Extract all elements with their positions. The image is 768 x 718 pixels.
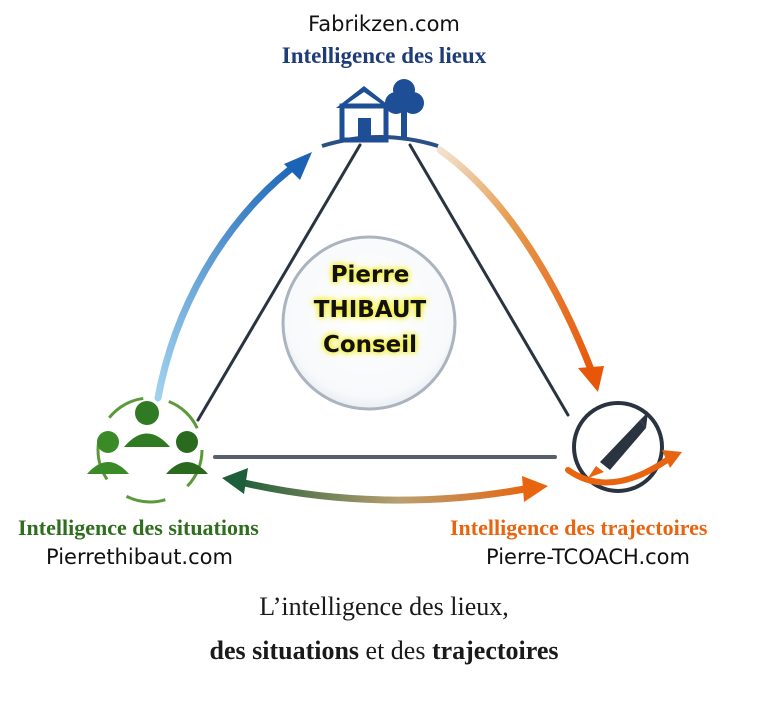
tagline-connector: et des [359,636,432,665]
edge-left [196,143,362,422]
arrow-bottom [236,478,534,504]
center-line-2: THIBAUT [313,297,427,323]
tagline-situations: des situations [209,636,360,665]
arrow-blue [154,158,304,402]
rocket-compass-icon [565,401,682,493]
arrowhead-bottom-right [522,476,548,502]
center-disc [281,235,457,411]
left-site: Pierrethibaut.com [46,545,233,569]
group-people-icon [87,396,208,504]
arrowhead-bottom-left [222,468,248,494]
arrowhead-blue [284,152,312,180]
center-label: Pierre THIBAUT Conseil [290,258,450,363]
top-title: Intelligence des lieux [281,43,487,68]
top-site: Fabrikzen.com [308,12,460,36]
right-title: Intelligence des trajectoires [450,515,708,540]
arrow-orange [436,146,596,376]
edge-right [408,143,570,417]
tagline-line-1: L’intelligence des lieux, [259,592,509,621]
left-title: Intelligence des situations [18,515,259,540]
center-line-1: Pierre [330,262,410,288]
arrowhead-orange [578,366,604,392]
right-site: Pierre-TCOACH.com [486,545,690,569]
center-line-3: Conseil [322,332,418,358]
tagline-trajectoires: trajectoires [431,636,559,665]
house-tree-icon [321,79,439,148]
tagline-line-2: des situations et des trajectoires [0,636,768,666]
